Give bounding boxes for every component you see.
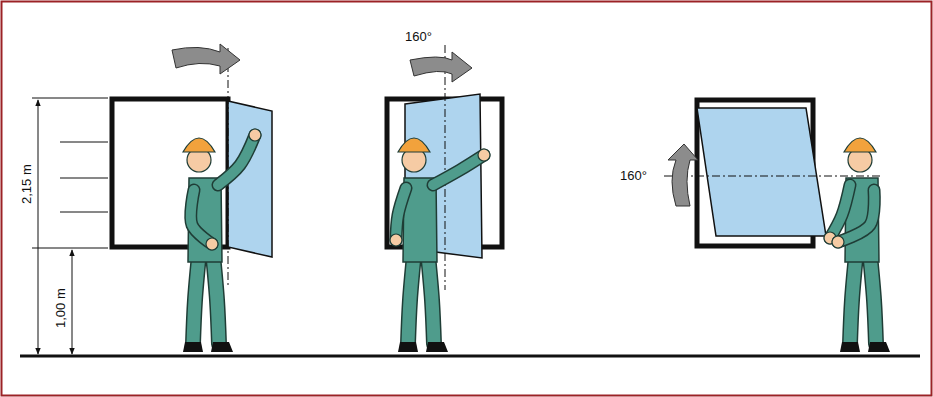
worker-helmet [398, 138, 430, 152]
rotation-arrow [668, 144, 698, 206]
worker-limb [830, 185, 850, 238]
dimension-label: 2,15 m [20, 164, 33, 204]
worker-limb [218, 135, 255, 185]
boot [211, 342, 233, 352]
pivot-axis [664, 176, 882, 177]
worker-helmet [844, 138, 876, 152]
worker-hand [390, 234, 402, 246]
boot [398, 342, 418, 352]
worker-helmet [183, 138, 215, 152]
dimension-label: 1,00 m [54, 288, 67, 328]
worker-limb [838, 190, 874, 242]
worker-limb [850, 255, 856, 344]
worker-figure [824, 138, 890, 352]
worker-limb [870, 255, 876, 344]
worker-limb [218, 135, 255, 185]
worker-figure [390, 138, 490, 352]
rotation-arrow [410, 52, 472, 82]
worker-hand [478, 149, 490, 161]
worker-limb [193, 255, 199, 344]
worker-limb [396, 188, 406, 240]
pivot-axis [228, 48, 229, 286]
worker-limb [408, 255, 414, 344]
angle-label: 160° [620, 169, 647, 182]
worker-hand [832, 236, 844, 248]
worker-limb [850, 255, 856, 344]
worker-limb [396, 188, 406, 240]
workers [183, 129, 890, 352]
boot [183, 342, 203, 352]
worker-figure [183, 129, 261, 352]
worker-limb [408, 255, 414, 344]
worker-limb [191, 190, 212, 244]
worker-limb [830, 185, 850, 238]
dimension-lines [32, 98, 108, 354]
boot [840, 342, 860, 352]
pivot-axis [445, 45, 446, 290]
boot [426, 342, 448, 352]
boot [868, 342, 890, 352]
worker-hand [206, 238, 218, 250]
worker-limb [428, 255, 434, 344]
worker-limb [433, 155, 484, 185]
worker-limb [213, 255, 219, 344]
worker-limb [433, 155, 484, 185]
worker-limb [193, 255, 199, 344]
window-sash [697, 108, 826, 236]
worker-hand [249, 129, 261, 141]
worker-limb [428, 255, 434, 344]
worker-limb [191, 190, 212, 244]
worker-limb [838, 190, 874, 242]
worker-limb [213, 255, 219, 344]
worker-limb [870, 255, 876, 344]
ground-line [20, 355, 920, 358]
angle-label: 160° [405, 30, 432, 43]
rotation-arrow [172, 44, 240, 74]
